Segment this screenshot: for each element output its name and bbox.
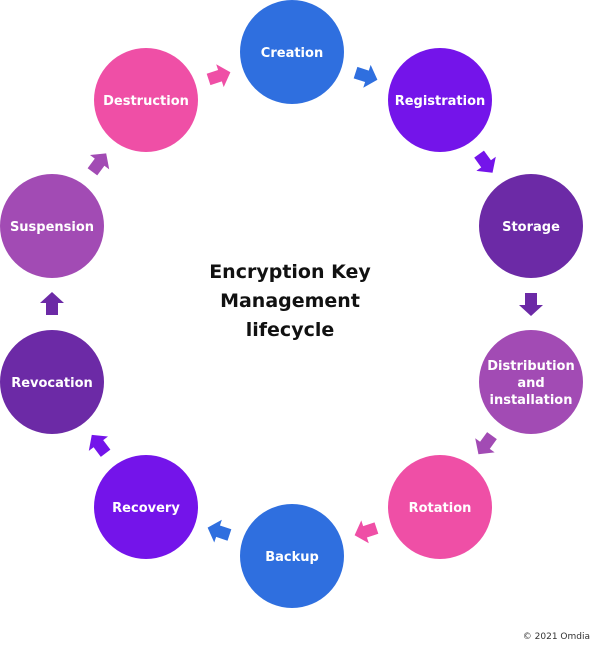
- arrow-icon: [519, 293, 543, 316]
- stage-label: Suspension: [10, 220, 94, 235]
- stage-circle: [0, 174, 104, 278]
- stage-label: Destruction: [103, 94, 189, 109]
- stage-label: and: [517, 376, 544, 391]
- stage-node: Backup: [240, 504, 344, 608]
- arrow-icon: [207, 519, 232, 543]
- stage-label: Rotation: [409, 501, 472, 516]
- stage-label: Recovery: [112, 501, 180, 516]
- arrow-icon: [354, 520, 379, 544]
- stage-node: Distribution and installation: [479, 330, 583, 434]
- stage-node: Creation: [240, 0, 344, 104]
- stage-label: Registration: [395, 94, 486, 109]
- arrow-icon: [475, 432, 497, 455]
- arrow-icon: [40, 292, 64, 315]
- stage-node: Revocation: [0, 330, 104, 434]
- stage-circle: [388, 455, 492, 559]
- stage-circle: [388, 48, 492, 152]
- stage-node: Suspension: [0, 174, 104, 278]
- diagram-title: Encryption Key Management lifecycle: [180, 258, 400, 345]
- stage-circle: [94, 48, 198, 152]
- stage-circle: [479, 174, 583, 278]
- title-line: Encryption Key: [209, 261, 371, 283]
- stage-circle: [479, 330, 583, 434]
- arrow-icon: [87, 153, 110, 176]
- title-line: Management: [220, 290, 360, 312]
- stage-node: Storage: [479, 174, 583, 278]
- stage-label: installation: [490, 393, 573, 408]
- arrow-icon: [206, 64, 231, 88]
- stage-node: Rotation: [388, 455, 492, 559]
- stage-node: Recovery: [94, 455, 198, 559]
- stage-circle: [240, 0, 344, 104]
- stage-label: Distribution: [487, 359, 574, 374]
- stage-circle: [94, 455, 198, 559]
- stage-circle: [0, 330, 104, 434]
- stage-label: Storage: [502, 220, 560, 235]
- title-line: lifecycle: [245, 319, 335, 341]
- copyright-notice: © 2021 Omdia: [522, 632, 590, 642]
- stage-label: Revocation: [11, 376, 93, 391]
- arrow-icon: [353, 64, 378, 88]
- arrow-icon: [88, 434, 111, 457]
- stage-circle: [240, 504, 344, 608]
- stage-node: Registration: [388, 48, 492, 152]
- arrow-icon: [474, 150, 496, 173]
- stage-label: Creation: [261, 46, 323, 61]
- stage-label: Backup: [265, 550, 319, 565]
- stage-node: Destruction: [94, 48, 198, 152]
